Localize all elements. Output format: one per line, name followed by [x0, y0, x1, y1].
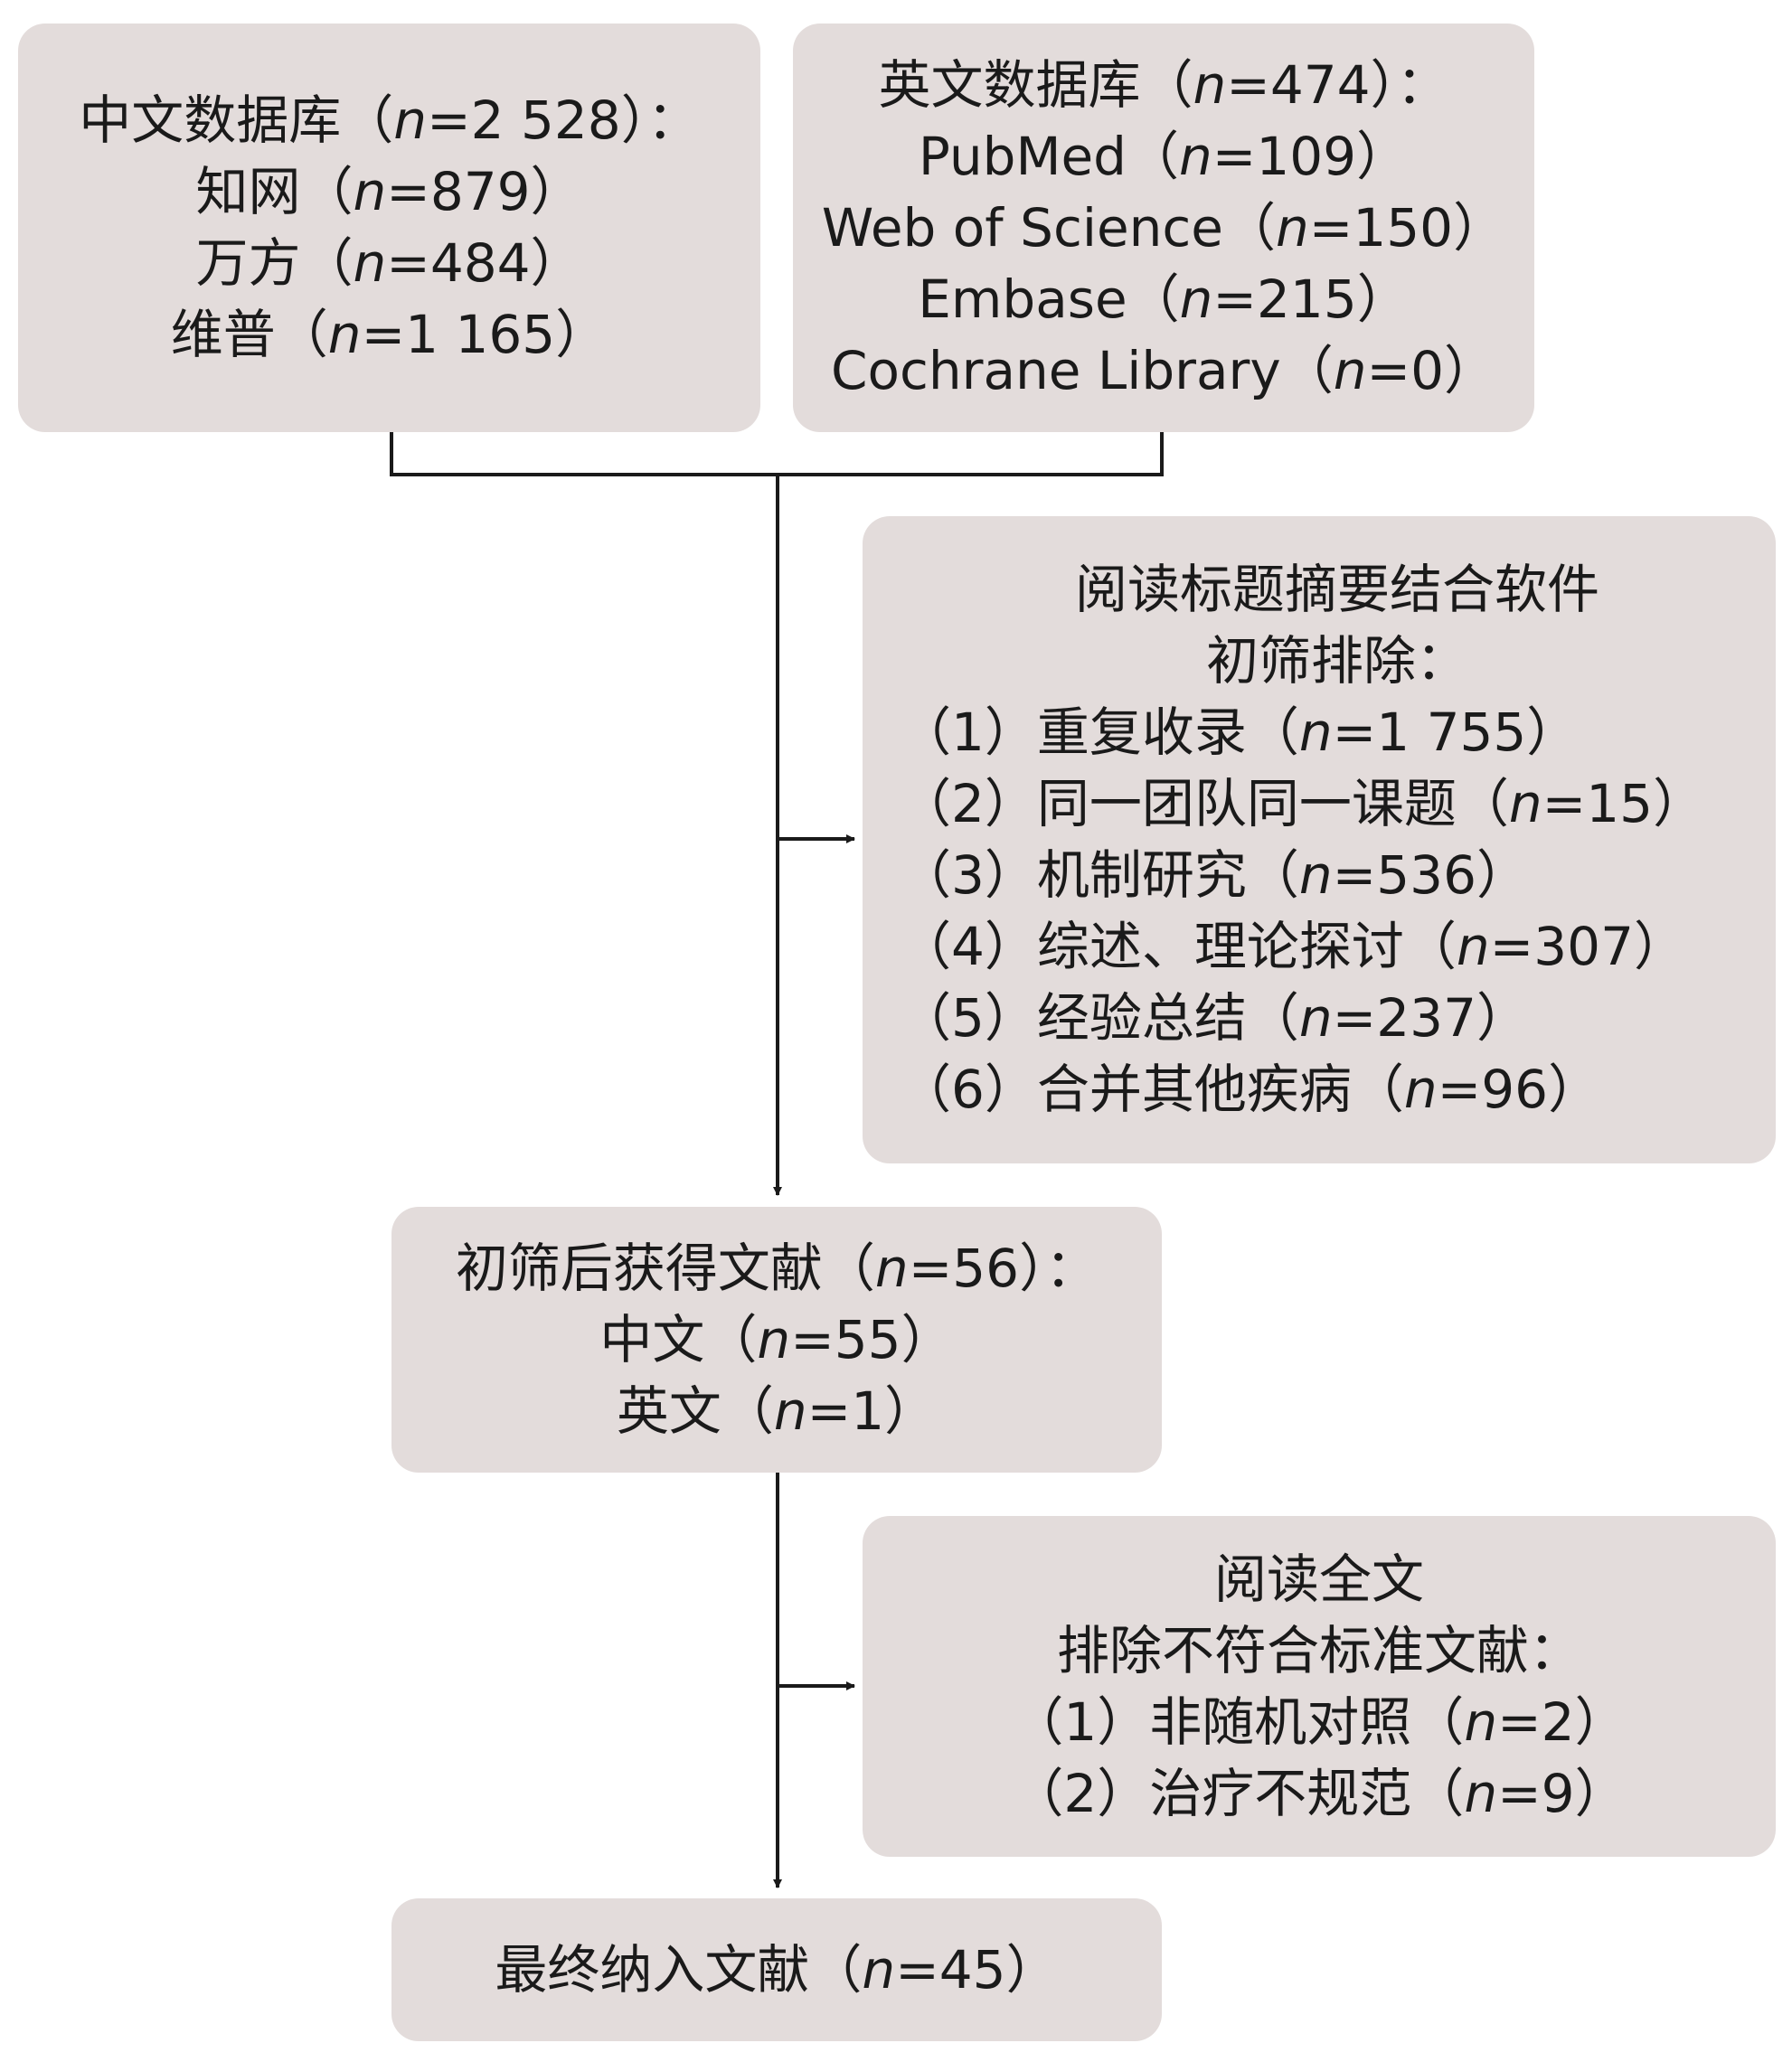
box-line: （4）综述、理论探讨（n=307）	[899, 911, 1686, 983]
box-line: （1）非随机对照（n=2）	[1011, 1687, 1627, 1758]
count-symbol: n	[1464, 1762, 1498, 1824]
count-symbol: n	[1179, 125, 1212, 187]
line-text: 英文数据库（	[878, 53, 1193, 116]
line-text: （6）合并其他疾病（	[899, 1059, 1404, 1120]
line-text: （1）重复收录（	[899, 701, 1299, 763]
line-text: =9）	[1497, 1762, 1627, 1824]
line-text: =96）	[1437, 1059, 1601, 1120]
box-line: 阅读标题摘要结合软件	[1075, 554, 1599, 626]
line-text: 阅读标题摘要结合软件	[1074, 559, 1599, 620]
count-symbol: n	[1403, 1059, 1438, 1120]
line-text: =109）	[1212, 125, 1410, 187]
count-symbol: n	[1193, 53, 1227, 116]
count-symbol: n	[862, 1938, 896, 2001]
merge-connector	[390, 432, 1164, 476]
box-line: 排除不符合标准文献：	[1057, 1615, 1581, 1687]
count-symbol: n	[1276, 196, 1309, 259]
box-line: 初筛排除：	[1206, 626, 1468, 697]
line-text: =536）	[1332, 844, 1529, 906]
line-text: =1 755）	[1332, 701, 1580, 763]
box-line: Cochrane Library（n=0）	[831, 335, 1496, 407]
box-line: （2）治疗不规范（n=9）	[1011, 1758, 1627, 1830]
box-line: 最终纳入文献（n=45）	[495, 1935, 1058, 2006]
count-symbol: n	[1298, 701, 1333, 763]
line-text: 维普（	[170, 304, 328, 365]
count-symbol: n	[1333, 339, 1367, 401]
box-line: 阅读全文	[1214, 1544, 1424, 1615]
line-text: =1）	[806, 1379, 938, 1442]
box-line: 中文数据库（n=2 528）：	[79, 85, 699, 156]
line-text: 知网（	[195, 161, 354, 222]
count-symbol: n	[1179, 268, 1213, 330]
line-text: （3）机制研究（	[899, 844, 1299, 906]
line-text: =484）	[386, 232, 583, 294]
line-text: 初筛后获得文献（	[455, 1237, 875, 1299]
count-symbol: n	[1298, 987, 1333, 1049]
line-text: =879）	[386, 161, 583, 222]
line-text: =56）：	[908, 1237, 1099, 1299]
line-text: =237）	[1332, 987, 1529, 1049]
line-text: 万方（	[195, 232, 354, 294]
line-text: =45）	[895, 1938, 1059, 2001]
count-symbol: n	[773, 1379, 807, 1442]
count-symbol: n	[757, 1308, 791, 1370]
line-text: 初筛排除：	[1205, 630, 1468, 692]
box-line: （2）同一团队同一课题（n=15）	[899, 768, 1705, 840]
line-text: （2）治疗不规范（	[1011, 1762, 1465, 1824]
line-text: =2 528）：	[427, 89, 700, 151]
line-text: （1）非随机对照（	[1011, 1690, 1465, 1753]
english-database-box: 英文数据库（n=474）：PubMed（n=109）Web of Science…	[793, 24, 1534, 432]
count-symbol: n	[327, 304, 362, 365]
box-line: Web of Science（n=150）	[822, 193, 1505, 264]
box-line: （1）重复收录（n=1 755）	[899, 697, 1579, 768]
line-text: Cochrane Library（	[831, 339, 1334, 401]
line-text: Embase（	[918, 268, 1180, 330]
box-line: （3）机制研究（n=536）	[899, 840, 1529, 911]
line-text: =307）	[1489, 916, 1686, 977]
count-symbol: n	[1456, 916, 1490, 977]
line-text: =2）	[1497, 1690, 1627, 1753]
box-line: PubMed（n=109）	[919, 121, 1409, 193]
count-symbol: n	[1298, 844, 1333, 906]
line-text: =215）	[1212, 268, 1410, 330]
line-text: 排除不符合标准文献：	[1056, 1619, 1581, 1681]
box-line: 万方（n=484）	[195, 228, 582, 299]
box-line: 中文（n=55）	[599, 1304, 953, 1376]
box-line: 英文（n=1）	[617, 1376, 937, 1447]
line-text: （4）综述、理论探讨（	[899, 916, 1457, 977]
line-text: 阅读全文	[1213, 1548, 1424, 1610]
box-line: （5）经验总结（n=237）	[899, 983, 1529, 1054]
count-symbol: n	[393, 89, 428, 151]
count-symbol: n	[874, 1237, 909, 1299]
line-text: （5）经验总结（	[899, 987, 1299, 1049]
box-line: Embase（n=215）	[918, 264, 1409, 335]
line-text: =55）	[790, 1308, 954, 1370]
count-symbol: n	[1508, 773, 1542, 834]
line-text: Web of Science（	[821, 196, 1276, 259]
chinese-database-box: 中文数据库（n=2 528）：知网（n=879）万方（n=484）维普（n=1 …	[18, 24, 760, 432]
box-line: 英文数据库（n=474）：	[878, 50, 1448, 121]
line-text: =1 165）	[361, 304, 608, 365]
line-text: PubMed（	[918, 125, 1179, 187]
box-line: （6）合并其他疾病（n=96）	[899, 1054, 1600, 1125]
box-line: 初筛后获得文献（n=56）：	[456, 1233, 1098, 1304]
line-text: 中文数据库（	[79, 89, 394, 151]
line-text: 英文（	[616, 1379, 774, 1442]
line-text: 中文（	[599, 1308, 758, 1370]
line-text: =150）	[1308, 196, 1506, 259]
line-text: =0）	[1366, 339, 1496, 401]
line-text: =474）：	[1226, 53, 1449, 116]
line-text: =15）	[1542, 773, 1706, 834]
line-text: 最终纳入文献（	[495, 1938, 863, 2001]
fulltext-exclusion-box: 阅读全文排除不符合标准文献：（1）非随机对照（n=2）（2）治疗不规范（n=9）	[863, 1516, 1776, 1857]
final-included-box: 最终纳入文献（n=45）	[391, 1898, 1162, 2041]
line-text: （2）同一团队同一课题（	[899, 773, 1509, 834]
box-line: 维普（n=1 165）	[171, 299, 608, 371]
after-screening-box: 初筛后获得文献（n=56）：中文（n=55）英文（n=1）	[391, 1207, 1162, 1473]
count-symbol: n	[353, 161, 387, 222]
initial-exclusion-box: 阅读标题摘要结合软件初筛排除：（1）重复收录（n=1 755）（2）同一团队同一…	[863, 516, 1776, 1163]
box-line: 知网（n=879）	[195, 156, 582, 228]
count-symbol: n	[353, 232, 387, 294]
count-symbol: n	[1464, 1690, 1498, 1753]
